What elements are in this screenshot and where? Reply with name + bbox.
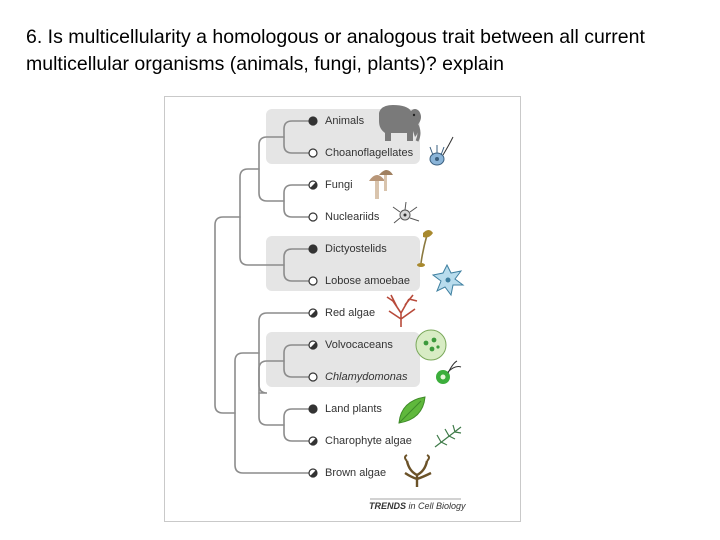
taxon-label: Choanoflagellates (325, 147, 414, 159)
mushroom-icon (369, 170, 393, 199)
taxon-label: Land plants (325, 403, 382, 415)
node-marker (308, 212, 318, 222)
volvox-icon (415, 329, 447, 361)
taxon-label: Animals (325, 115, 365, 127)
taxon-label: Volvocaceans (325, 339, 393, 351)
taxon-label: Lobose amoebae (325, 275, 411, 287)
taxon-label: Chlamydomonas (325, 371, 408, 383)
node-marker (308, 404, 318, 414)
charophyte-icon (434, 424, 462, 448)
leaf-icon (398, 396, 426, 424)
node-marker (308, 180, 318, 190)
branch-streptophytes (283, 408, 314, 442)
taxon-label: Fungi (325, 179, 353, 191)
figure-credit: TRENDS in Cell Biology (369, 501, 466, 511)
slime-mold-icon (417, 230, 433, 267)
branch-fungi-nucleariids (283, 184, 314, 218)
amoeba-icon (431, 263, 465, 297)
node-marker (308, 148, 318, 158)
node-marker (308, 276, 318, 286)
branch-root (214, 216, 241, 414)
tree-drawing (214, 105, 465, 500)
node-marker (308, 468, 318, 478)
nucleariid-icon (392, 201, 420, 224)
node-marker (308, 244, 318, 254)
question-text: 6. Is multicellularity a homologous or a… (26, 26, 645, 75)
choanoflagellate-icon (429, 136, 454, 166)
taxon-label: Charophyte algae (325, 435, 412, 447)
node-marker (308, 372, 318, 382)
chlamydomonas-icon (436, 360, 462, 384)
taxon-label: Red algae (325, 307, 376, 319)
taxon-label: Brown algae (325, 467, 387, 479)
credit-bold: TRENDS (369, 501, 407, 511)
taxon-label: Nucleariids (325, 211, 380, 223)
taxon-label: Dictyostelids (325, 243, 387, 255)
node-marker (308, 340, 318, 350)
node-marker (308, 116, 318, 126)
credit-rest: in Cell Biology (406, 501, 466, 511)
node-marker (308, 436, 318, 446)
elephant-icon (379, 105, 421, 142)
red-alga-icon (386, 294, 418, 327)
terminal-nodes (308, 116, 318, 478)
node-marker (308, 308, 318, 318)
brown-alga-icon (404, 454, 432, 487)
